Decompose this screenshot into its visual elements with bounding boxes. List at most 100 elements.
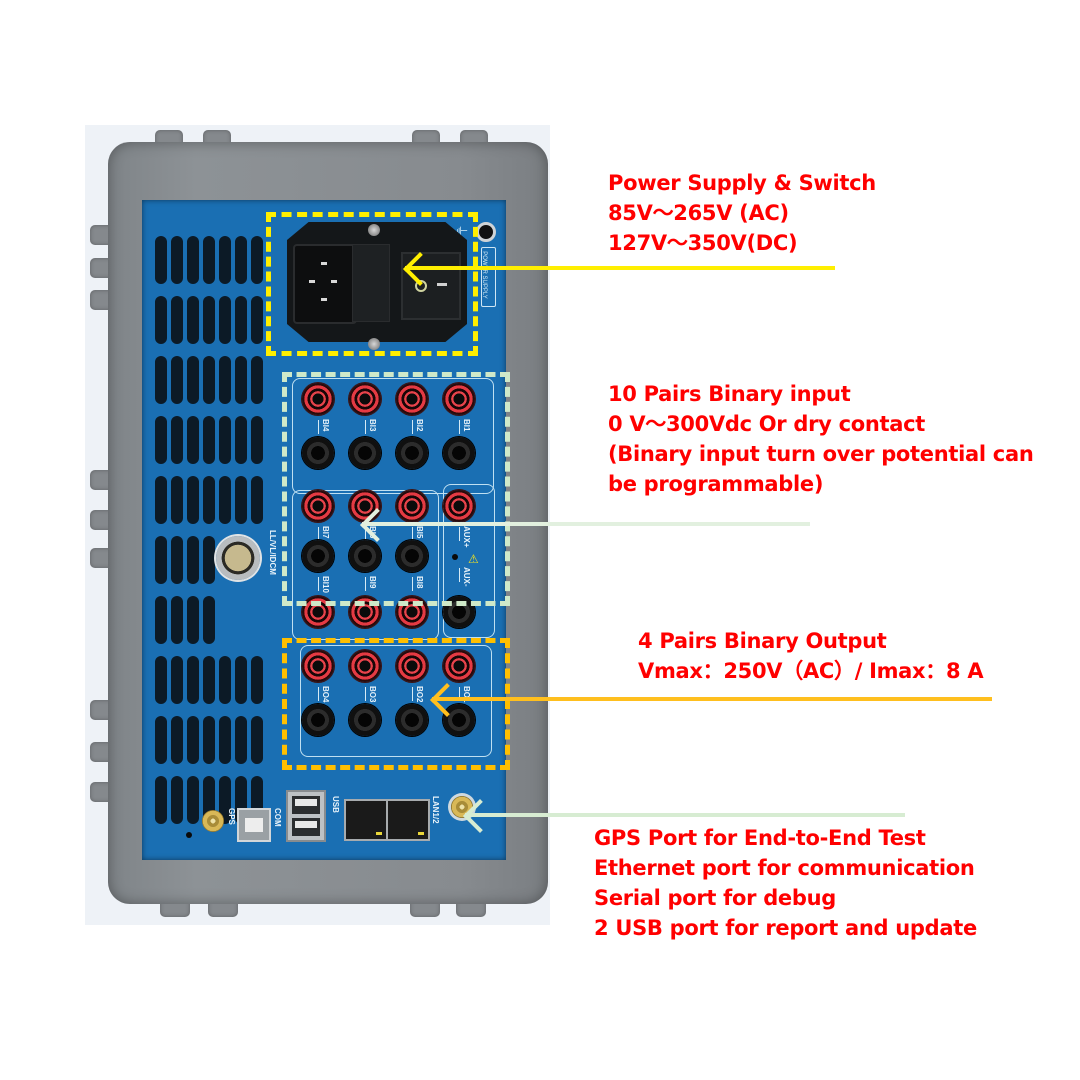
usb-port-1[interactable]	[292, 796, 320, 814]
vent-slot	[155, 236, 167, 284]
binary-input-negative-jack[interactable]	[349, 437, 381, 469]
binary-input-positive-jack[interactable]	[443, 383, 475, 415]
binary-output-common-jack[interactable]	[349, 704, 381, 736]
label-stem	[412, 577, 413, 591]
vent-slot	[235, 296, 247, 344]
vent-slot	[171, 716, 183, 764]
vent-slot	[187, 716, 199, 764]
vent-slot	[155, 536, 167, 584]
binary-output-common-jack[interactable]	[302, 704, 334, 736]
binary-input-positive-jack[interactable]	[302, 490, 334, 522]
binary-input-negative-jack[interactable]	[349, 540, 381, 572]
com-port[interactable]	[237, 808, 271, 842]
vent-slot	[187, 656, 199, 704]
power-supply-label-text: POWER SUPPLY	[480, 251, 487, 299]
power-callout-line: Power Supply & Switch	[608, 171, 876, 195]
binary-input-positive-jack[interactable]	[302, 383, 334, 415]
vent-slot	[235, 716, 247, 764]
vent-slot	[155, 596, 167, 644]
power-switch[interactable]	[401, 252, 461, 320]
aux-positive-jack[interactable]	[443, 490, 475, 522]
antenna-port[interactable]	[451, 796, 473, 818]
label-stem	[318, 687, 319, 701]
label-stem	[459, 568, 460, 582]
binary-output-common-jack[interactable]	[443, 704, 475, 736]
binary-input-callout-line: 10 Pairs Binary input	[608, 382, 851, 406]
binary-output-common-jack[interactable]	[396, 704, 428, 736]
switch-on-mark	[437, 283, 447, 286]
binary-input-negative-jack[interactable]	[443, 437, 475, 469]
gps-port[interactable]	[202, 810, 224, 832]
usb-label: USB	[331, 796, 340, 813]
binary-input-negative-jack[interactable]	[302, 437, 334, 469]
binary-input-negative-jack[interactable]	[302, 540, 334, 572]
binary-output-jack[interactable]	[396, 650, 428, 682]
binary-input-positive-jack[interactable]	[349, 383, 381, 415]
label-stem	[412, 527, 413, 541]
binary-input-positive-jack[interactable]	[396, 490, 428, 522]
label-stem	[365, 527, 366, 541]
vent-slot	[235, 356, 247, 404]
vent-slot	[155, 716, 167, 764]
vent-slot	[155, 296, 167, 344]
panel-hole	[186, 832, 192, 838]
vent-slot	[171, 356, 183, 404]
label-stem	[318, 420, 319, 434]
binary-input-callout-line: 0 V～300Vdc Or dry contact	[608, 412, 925, 436]
power-callout-line: 85V～265V (AC)	[608, 201, 789, 225]
vent-slot	[155, 656, 167, 704]
ports-arrow	[465, 813, 905, 817]
usb-ports[interactable]	[286, 790, 326, 842]
vent-slot	[251, 236, 263, 284]
vent-slot	[203, 716, 215, 764]
link-led	[418, 832, 424, 835]
ethernet-port-2[interactable]	[386, 799, 430, 841]
binary-input-negative-jack[interactable]	[396, 540, 428, 572]
vent-slot	[203, 656, 215, 704]
binary-input-negative-jack[interactable]	[396, 437, 428, 469]
binary-output-group	[300, 645, 492, 757]
vent-slot	[203, 536, 215, 584]
label-stem	[412, 420, 413, 434]
binary-input-callout: 10 Pairs Binary input 0 V～300Vdc Or dry …	[608, 379, 1034, 499]
vent-slot	[187, 596, 199, 644]
vent-slot	[251, 716, 263, 764]
vent-slot	[235, 236, 247, 284]
vent-slot	[251, 296, 263, 344]
vent-slot	[219, 296, 231, 344]
power-callout: Power Supply & Switch 85V～265V (AC) 127V…	[608, 168, 876, 258]
label-stem	[365, 420, 366, 434]
vent-slot	[171, 296, 183, 344]
aux-group	[443, 484, 495, 638]
lemo-connector[interactable]	[216, 536, 260, 580]
vent-slot	[235, 656, 247, 704]
vent-slot	[219, 476, 231, 524]
binary-input-positive-jack[interactable]	[349, 490, 381, 522]
label-stem	[365, 577, 366, 591]
binary-output-jack[interactable]	[302, 650, 334, 682]
binary-input-positive-jack[interactable]	[396, 383, 428, 415]
vent-slot	[171, 776, 183, 824]
binary-output-jack[interactable]	[349, 650, 381, 682]
vent-slot	[203, 356, 215, 404]
vent-slot	[203, 236, 215, 284]
screw-icon	[368, 338, 380, 350]
vent-slot	[155, 416, 167, 464]
binary-output-callout-line: Vmax：250V（AC）/ Imax：8 A	[638, 659, 984, 683]
link-led	[376, 832, 382, 835]
ground-terminal[interactable]	[476, 222, 496, 242]
binary-output-jack[interactable]	[443, 650, 475, 682]
vent-slot	[171, 596, 183, 644]
ethernet-port-1[interactable]	[344, 799, 388, 841]
vent-slot	[171, 476, 183, 524]
vent-slot	[171, 416, 183, 464]
power-arrow	[405, 266, 835, 270]
binary-input-callout-line: be programmable)	[608, 472, 824, 496]
vent-slot	[187, 476, 199, 524]
vent-slot	[187, 776, 199, 824]
vent-slot	[203, 416, 215, 464]
binary-output-callout: 4 Pairs Binary Output Vmax：250V（AC）/ Ima…	[638, 626, 984, 686]
vent-slot	[171, 656, 183, 704]
vent-slot	[203, 476, 215, 524]
usb-port-2[interactable]	[292, 818, 320, 836]
